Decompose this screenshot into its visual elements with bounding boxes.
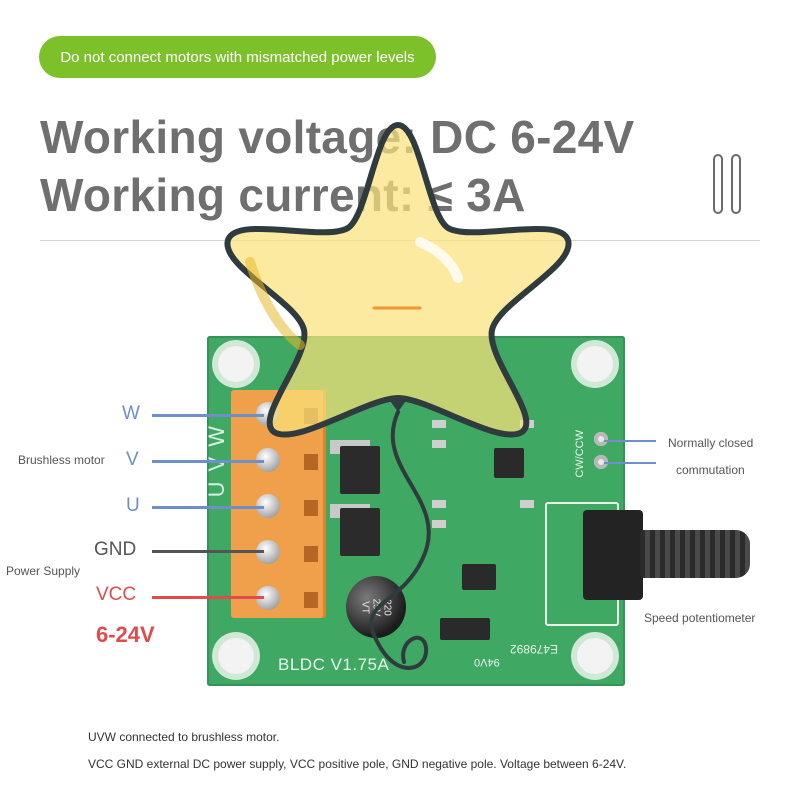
diode xyxy=(440,618,490,640)
potentiometer-knob[interactable] xyxy=(640,530,750,578)
divider xyxy=(40,240,760,241)
capacitor-label: 220 25V VT xyxy=(359,598,393,616)
pin-label-v: V xyxy=(126,449,139,470)
pin-label-vcc: VCC xyxy=(96,584,137,605)
warning-text: Do not connect motors with mismatched po… xyxy=(60,48,415,66)
terminal-slot xyxy=(304,546,318,562)
label-commutation: commutation xyxy=(676,463,745,477)
callout-line-w xyxy=(152,414,264,417)
pin-label-u: U xyxy=(126,495,140,516)
pin-label-gnd: GND xyxy=(94,539,137,560)
smd-part xyxy=(520,500,534,508)
voltage-range-label: 6-24V xyxy=(96,622,155,647)
potentiometer-body xyxy=(583,510,643,600)
smd-part xyxy=(432,420,446,428)
mounting-hole xyxy=(577,638,613,674)
spec-current: Working current: ≤ 3A xyxy=(40,169,526,221)
callout-line-vcc xyxy=(152,596,264,599)
smd-part xyxy=(432,440,446,448)
smd-part xyxy=(432,500,446,508)
regulator-chip xyxy=(462,564,496,590)
callout-line-v xyxy=(152,460,264,463)
label-normally-closed: Normally closed xyxy=(668,436,754,450)
mosfet xyxy=(340,446,380,494)
controller-chip xyxy=(494,448,524,478)
mounting-hole xyxy=(577,346,613,382)
terminal-slot xyxy=(304,408,318,424)
smd-part xyxy=(432,520,446,528)
pin-label-w: W xyxy=(122,403,140,424)
terminal-slot xyxy=(304,454,318,470)
note-uvw: UVW connected to brushless motor. xyxy=(88,730,280,744)
jumper-pin[interactable] xyxy=(594,455,608,469)
pause-icon xyxy=(713,154,741,214)
callout-line-u xyxy=(152,506,264,509)
terminal-slot xyxy=(304,500,318,516)
silk-rating: 94V0 xyxy=(474,656,500,668)
callout-line-jumper-bottom xyxy=(604,462,656,464)
jumper-pin[interactable] xyxy=(594,432,608,446)
silk-serial: E479892 xyxy=(510,642,559,656)
callout-line-gnd xyxy=(152,550,264,553)
silk-model: BLDC V1.75A xyxy=(278,655,390,674)
callout-line-jumper-top xyxy=(604,440,656,442)
silk-terminal-letters: UVW xyxy=(204,416,229,498)
mounting-hole xyxy=(218,638,254,674)
silk-jumper-label: CW/CCW xyxy=(574,430,586,478)
mosfet xyxy=(340,508,380,556)
label-power-supply: Power Supply xyxy=(6,564,81,578)
mounting-hole xyxy=(218,346,254,382)
warning-banner: Do not connect motors with mismatched po… xyxy=(39,36,436,78)
terminal-slot xyxy=(304,592,318,608)
capacitor: 220 25V VT xyxy=(346,576,406,638)
spec-voltage: Working voltage: DC 6-24V xyxy=(40,111,635,163)
smd-part xyxy=(520,420,534,428)
label-speed-potentiometer: Speed potentiometer xyxy=(644,611,756,625)
label-brushless-motor: Brushless motor xyxy=(18,453,105,467)
note-power: VCC GND external DC power supply, VCC po… xyxy=(88,757,627,771)
